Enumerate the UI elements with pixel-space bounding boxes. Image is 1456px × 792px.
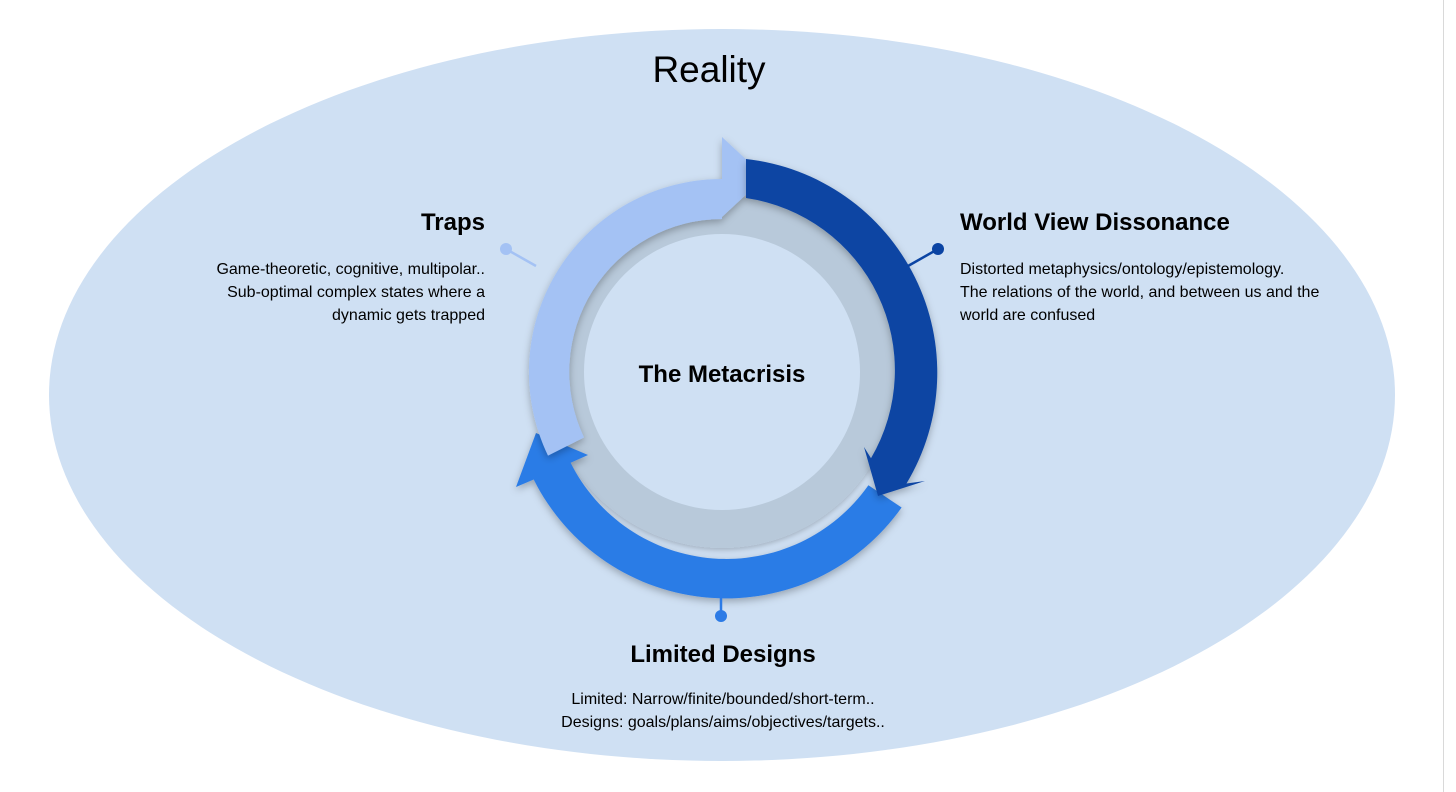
limited-designs-arc <box>516 433 902 599</box>
world-view-dissonance-arc <box>746 159 938 496</box>
world-view-dissonance-description-line: world are confused <box>960 307 1096 324</box>
traps-connector-dot <box>500 243 512 255</box>
traps-arc <box>528 137 765 456</box>
page-edge-divider <box>1443 0 1444 792</box>
metacrisis-center-label: The Metacrisis <box>638 361 806 388</box>
world-view-dissonance-heading: World View Dissonance <box>960 209 1230 236</box>
traps-description-line: dynamic gets trapped <box>332 307 485 324</box>
center-disc <box>584 234 860 510</box>
limited-designs-connector-dot <box>715 610 727 622</box>
limited-designs-description-line: Limited: Narrow/finite/bounded/short-ter… <box>571 691 875 708</box>
world-view-dissonance-description-line: Distorted metaphysics/ontology/epistemol… <box>960 261 1285 278</box>
limited-designs-description: Limited: Narrow/finite/bounded/short-ter… <box>473 688 973 734</box>
world-view-dissonance-description: Distorted metaphysics/ontology/epistemol… <box>960 258 1380 327</box>
reality-title: Reality <box>652 49 766 90</box>
limited-designs-description-line: Designs: goals/plans/aims/objectives/tar… <box>561 714 885 731</box>
traps-description: Game-theoretic, cognitive, multipolar.. … <box>150 258 485 327</box>
world-view-connector-dot <box>932 243 944 255</box>
world-view-dissonance-description-line: The relations of the world, and between … <box>960 284 1320 301</box>
traps-heading: Traps <box>420 209 485 236</box>
traps-description-line: Sub-optimal complex states where a <box>227 284 485 301</box>
traps-description-line: Game-theoretic, cognitive, multipolar.. <box>216 261 485 278</box>
limited-designs-heading: Limited Designs <box>630 641 816 668</box>
